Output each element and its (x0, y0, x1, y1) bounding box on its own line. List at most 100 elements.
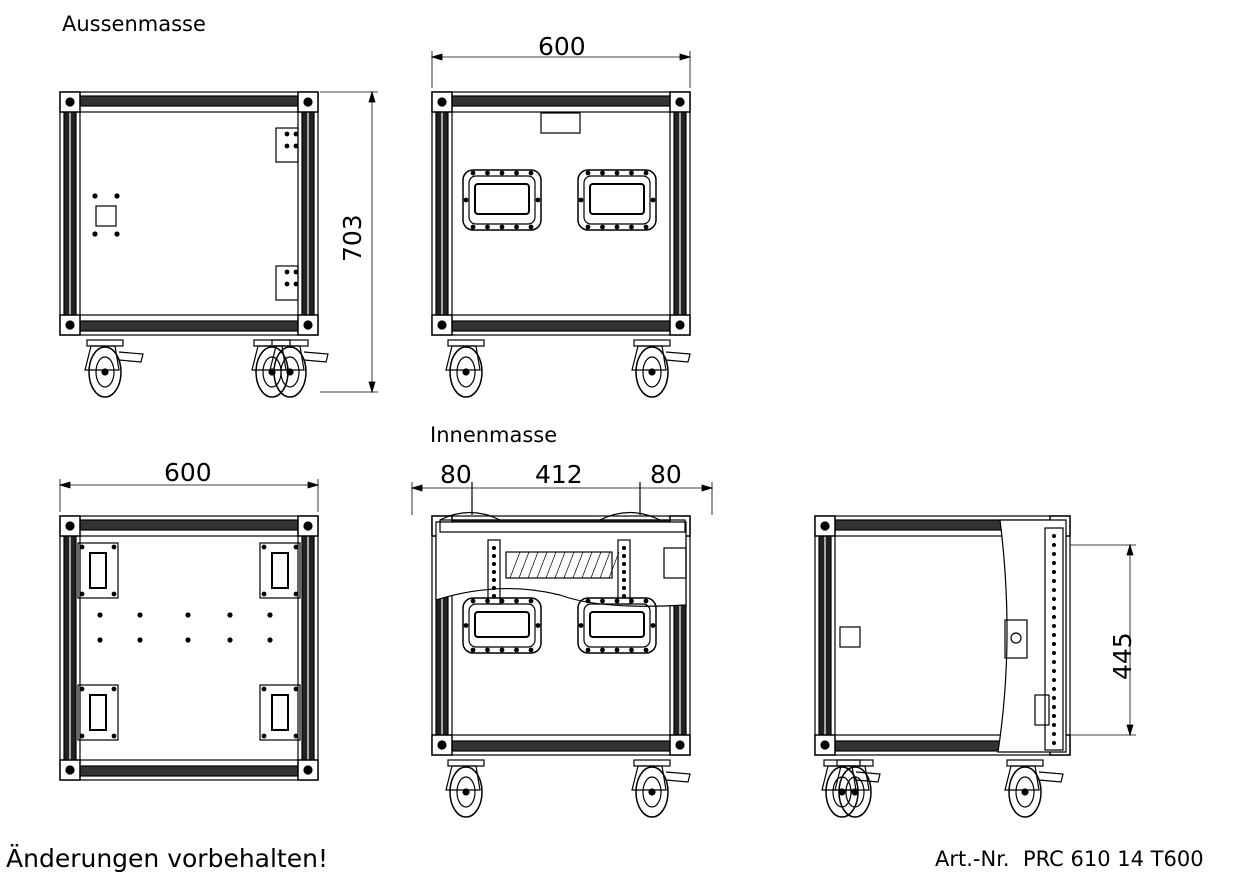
bolt (267, 612, 273, 618)
handle-screw (643, 647, 649, 653)
caster-fork (834, 765, 870, 791)
handle-screw (463, 197, 469, 203)
handle-recess (583, 175, 651, 225)
rail-hole (1051, 650, 1056, 655)
recess-outer (77, 542, 119, 599)
caster-brake (303, 351, 329, 363)
caster-hub (262, 356, 282, 388)
handle-screw (585, 647, 591, 653)
handle-screw (499, 170, 505, 176)
panel (79, 111, 299, 316)
dim-line-inner-widths (410, 482, 714, 515)
caster-fork (631, 765, 667, 791)
corner-rivet (675, 97, 685, 107)
caster-brake (1038, 771, 1064, 783)
handle-screw (585, 598, 591, 604)
lock-cylinder (1010, 632, 1022, 644)
screw (114, 193, 120, 199)
top-profile (445, 95, 677, 107)
hatch (590, 551, 602, 579)
caster-hub (642, 356, 662, 388)
hinge-screw (284, 131, 290, 137)
handle-screw (600, 647, 605, 653)
front-view (431, 91, 691, 336)
rail-hole (491, 553, 497, 559)
handle-screw (629, 224, 634, 230)
stacking-recess-1 (77, 542, 119, 599)
caster-hub (456, 776, 476, 808)
handle-dish (577, 169, 657, 231)
rail-hole (1051, 605, 1056, 610)
handle-screw (470, 224, 476, 230)
lock-plate (95, 205, 117, 227)
rail-hole (1051, 596, 1056, 601)
bolt (97, 612, 103, 618)
handle-screw (514, 598, 519, 604)
hatch (536, 551, 548, 579)
caster-plate (633, 339, 671, 347)
case-outline (431, 91, 691, 336)
caster-axle (462, 368, 470, 376)
top-section (439, 519, 686, 533)
bolt (227, 637, 233, 643)
handle-screw (535, 623, 541, 628)
caster-1-rear (251, 339, 291, 398)
handle-screw (470, 647, 476, 653)
rail-hole (621, 577, 627, 583)
hinge-screw (293, 281, 299, 287)
hatch (572, 551, 584, 579)
dim-inner-height: 445 (1108, 632, 1137, 680)
case-outline (431, 515, 691, 756)
recess-inner (89, 552, 107, 589)
handle-dish (577, 597, 657, 654)
handle-dish (462, 597, 542, 654)
rail-hole (1051, 560, 1056, 565)
corner-rivet (65, 97, 75, 107)
rail-hole (1051, 542, 1056, 547)
caster-axle (101, 368, 109, 376)
rail-hole (491, 593, 497, 599)
dim-line-outer-height (320, 90, 378, 394)
lock-plate (839, 626, 861, 648)
hatch (509, 551, 521, 579)
screw (293, 733, 299, 739)
caster-fork (445, 345, 481, 371)
hinge-screw (293, 131, 299, 137)
rail-hole (1051, 704, 1056, 709)
caster-1-left (84, 339, 144, 398)
screw (261, 733, 267, 739)
screw (111, 686, 117, 692)
handle-screw (514, 170, 519, 176)
corner-rivet (303, 97, 313, 107)
caster-5-rear (834, 759, 874, 818)
hinge (663, 547, 687, 579)
caster-hub (95, 356, 115, 388)
caster-brake (665, 351, 691, 363)
rail-hole (1051, 686, 1056, 691)
caster-plate (1006, 759, 1044, 767)
corner-rivet (65, 320, 75, 330)
handle-screw (485, 170, 490, 176)
caster-brake (665, 771, 691, 783)
caster-brake (118, 351, 144, 363)
arrowheads (430, 53, 692, 61)
caster-hub (1015, 776, 1035, 808)
rail-hole (1051, 551, 1056, 556)
rail-hole (491, 577, 497, 583)
handle-recess (583, 603, 651, 648)
arrowheads (410, 484, 714, 492)
screw (111, 591, 117, 597)
screw (261, 591, 267, 597)
rail-hole (621, 545, 627, 551)
rail-hole (1051, 677, 1056, 682)
cutaway-section (435, 511, 687, 607)
dim-line-inner-height (1070, 543, 1136, 737)
caster-wheel (255, 346, 289, 398)
caster-fork (445, 765, 481, 791)
handle-screw (528, 598, 534, 604)
rail-hole (1051, 587, 1056, 592)
hatch (545, 551, 557, 579)
caster-2-left (445, 339, 485, 398)
caster-fork (631, 345, 667, 371)
inner-handle-left (462, 597, 542, 654)
